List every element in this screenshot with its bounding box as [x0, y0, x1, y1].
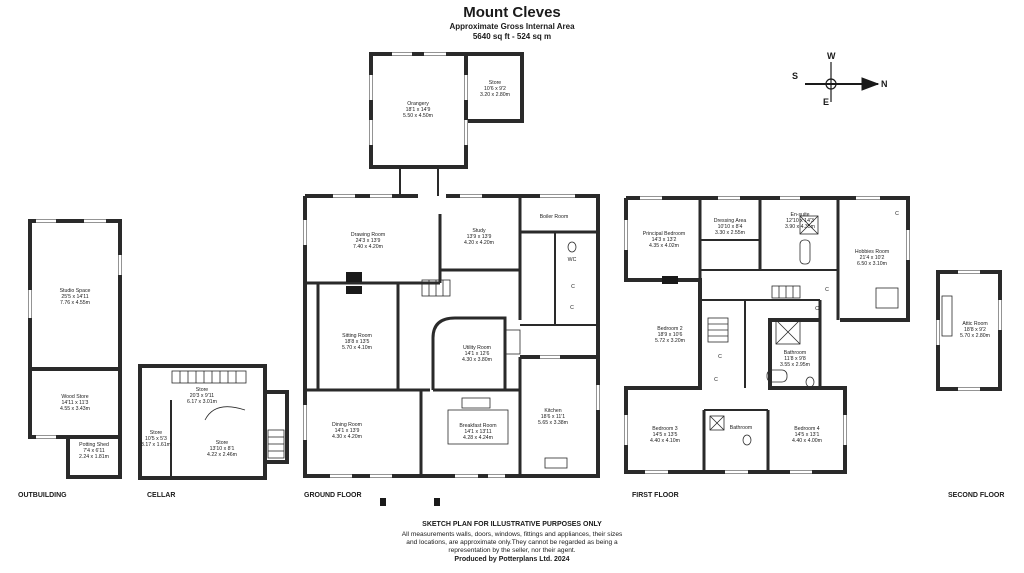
section-second-floor: SECOND FLOOR — [948, 492, 1005, 499]
cupboard-marker: C — [714, 377, 718, 383]
area-value: 5640 sq ft - 524 sq m — [472, 32, 552, 41]
window-openings — [28, 52, 1002, 478]
compass-s: S — [792, 71, 799, 81]
cupboard-marker: C — [895, 211, 899, 217]
cupboard-marker: C — [571, 284, 575, 290]
cupboard-marker: C — [570, 305, 574, 311]
cupboard-marker: C — [718, 354, 722, 360]
footer-disclaimer-1: All measurements walls, doors, windows, … — [401, 531, 623, 538]
compass-w: W — [827, 51, 836, 61]
footer-disclaimer-3: representation by the seller, nor their … — [448, 547, 576, 554]
plan-title: Mount Cleves — [463, 4, 561, 21]
fireplaces — [346, 272, 678, 506]
stairs-and-fittings — [171, 215, 953, 469]
area-subtitle: Approximate Gross Internal Area — [449, 22, 575, 31]
cupboard-marker: C — [815, 306, 819, 312]
section-outbuilding: OUTBUILDING — [18, 492, 67, 499]
footer-disclaimer-2: and locations, are approximate only.They… — [406, 539, 618, 546]
cellar-walls — [138, 364, 289, 480]
room-boiler: Boiler Room — [539, 214, 569, 220]
section-cellar: CELLAR — [147, 492, 176, 499]
footer-heading: SKETCH PLAN FOR ILLUSTRATIVE PURPOSES ON… — [422, 521, 602, 528]
compass-rose — [805, 62, 880, 102]
section-first-floor: FIRST FLOOR — [632, 492, 679, 499]
outbuilding-walls — [28, 219, 122, 479]
section-ground-floor: GROUND FLOOR — [304, 492, 362, 499]
footer-producer: Produced by Potterplans Ltd. 2024 — [454, 556, 570, 563]
room-bathroom-2: Bathroom — [729, 425, 753, 431]
room-wc: WC — [567, 257, 577, 263]
cupboard-marker: C — [825, 287, 829, 293]
compass-n: N — [881, 79, 888, 89]
compass-e: E — [823, 97, 830, 107]
